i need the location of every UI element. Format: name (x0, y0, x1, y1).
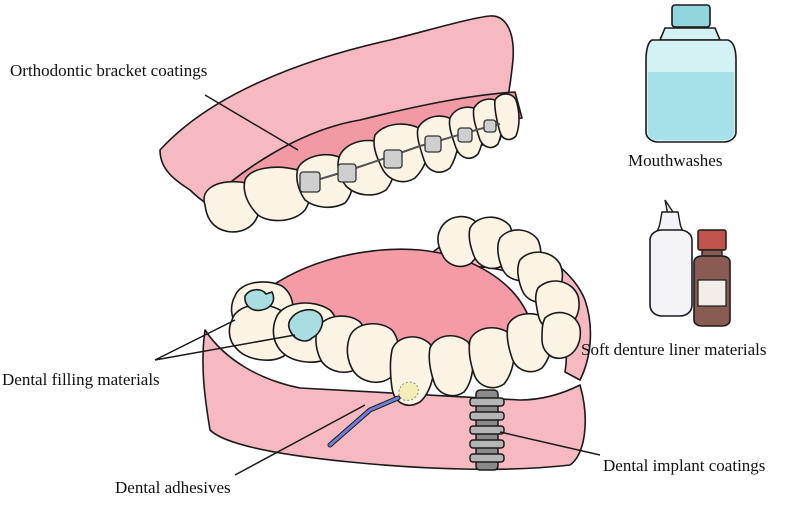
bracket (299, 171, 321, 193)
bracket (424, 135, 442, 153)
dropper-bottle-icon (649, 199, 693, 317)
lower-premolar-2 (346, 323, 400, 384)
filling-leader-2 (154, 334, 296, 361)
lower-incisor-3 (506, 312, 554, 373)
leader-lines (154, 94, 601, 476)
adhesive-leader (234, 404, 366, 476)
dental-filling-1 (244, 288, 275, 312)
bracket (483, 119, 497, 133)
upper-molar-2 (243, 166, 312, 222)
label-adhesives: Dental adhesives (115, 478, 231, 497)
implant-leader (499, 431, 601, 456)
filling-leader-1 (154, 319, 236, 361)
orthodontic-brackets (299, 119, 501, 193)
mouthwash-bottle-icon (645, 4, 737, 143)
label-implant: Dental implant coatings (603, 456, 765, 475)
upper-gum (159, 15, 515, 216)
archwire (301, 123, 501, 185)
dental-filling-2 (287, 308, 324, 342)
orthodontic-leader (204, 94, 299, 151)
bracket (337, 163, 357, 183)
medicine-bottle-icon (693, 229, 731, 327)
lower-jaw (202, 215, 592, 471)
label-mouthwashes: Mouthwashes (628, 151, 722, 170)
label-filling: Dental filling materials (2, 370, 160, 389)
lower-back-tooth-6 (541, 311, 582, 360)
upper-jaw (159, 15, 523, 233)
lower-incisor-2 (468, 327, 516, 389)
label-soft-liner: Soft denture liner materials (581, 340, 767, 359)
label-orthodontic: Orthodontic bracket coatings (10, 61, 207, 80)
lower-incisor-1 (428, 335, 474, 397)
dental-implant-icon (469, 389, 505, 471)
upper-incisor-4 (494, 93, 520, 141)
bracket (457, 127, 473, 143)
adhesive-spot (398, 381, 419, 401)
bracket (383, 149, 403, 169)
lower-teeth (228, 215, 582, 406)
adhesive-applicator-icon (327, 395, 401, 448)
